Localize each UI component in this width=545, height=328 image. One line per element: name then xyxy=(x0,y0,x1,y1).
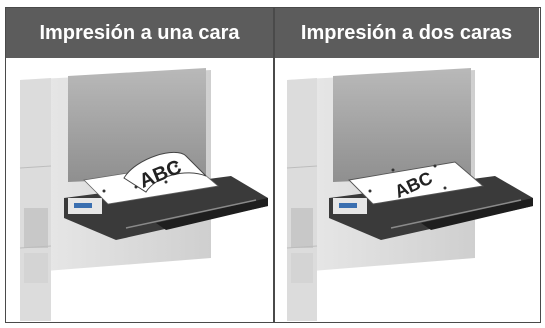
illustration-one-sided: ABC xyxy=(6,58,273,321)
paper-sheet xyxy=(348,161,485,205)
header-one-sided: Impresión a una cara xyxy=(6,8,273,58)
comparison-table: Impresión a una cara Impresión a dos car… xyxy=(5,7,541,323)
column-divider xyxy=(273,8,275,322)
illustration-two-sided: ABC xyxy=(275,58,539,321)
printer-opening xyxy=(333,68,471,182)
header-two-sided: Impresión a dos caras xyxy=(274,8,539,58)
